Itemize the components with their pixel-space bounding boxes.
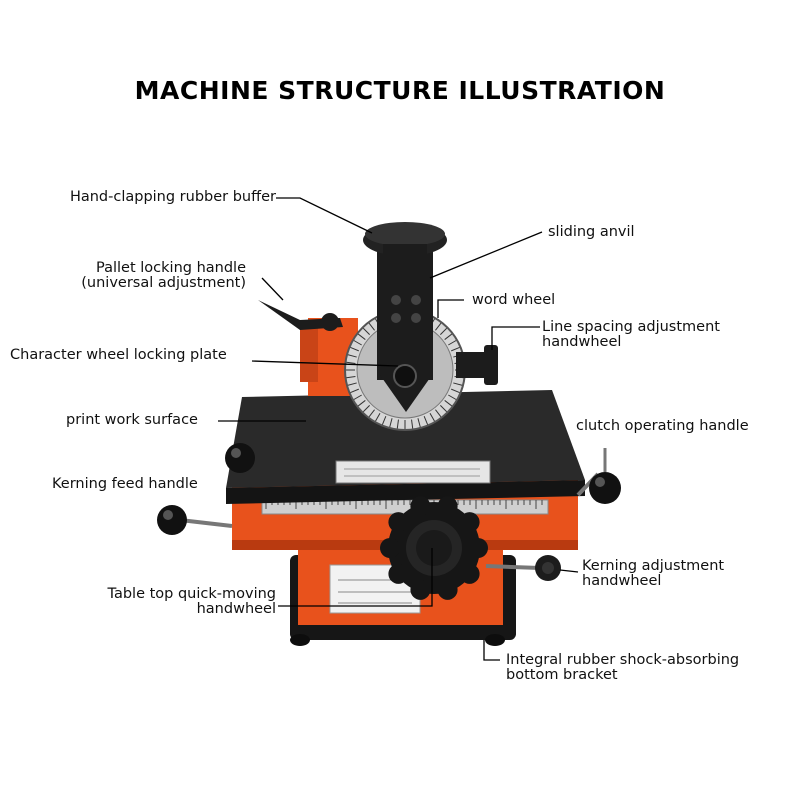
wheel-tooth: [440, 405, 448, 413]
wheel-tooth: [350, 388, 359, 394]
wheel-tooth: [368, 409, 375, 418]
leader-line-spacing: [491, 326, 540, 350]
wheel-tooth: [396, 419, 399, 429]
wheel-tooth: [362, 327, 370, 335]
leader-lines: [218, 197, 579, 661]
handwheel-lobe: [388, 563, 409, 584]
handwheel-lobe: [437, 496, 458, 517]
label-bottom-bracket: Integral rubber shock-absorbing bottom b…: [506, 652, 740, 683]
wheel-tooth: [353, 340, 362, 346]
leader-sliding-anvil: [429, 231, 543, 279]
wheel-tooth: [448, 394, 457, 400]
leader-bottom-bracket: [483, 640, 500, 661]
handwheel-lobe: [468, 538, 488, 558]
wheel-tooth: [357, 400, 366, 407]
handwheel-lobe: [410, 579, 431, 600]
wheel-tooth: [451, 346, 460, 352]
label-pallet-locking-handle: Pallet locking handle (universal adjustm…: [81, 260, 246, 291]
rubber-buffer: [363, 222, 447, 258]
wheel-tooth: [350, 346, 359, 352]
handwheel-lobe: [410, 496, 431, 517]
wheel-tooth: [435, 322, 442, 331]
label-table-quick-moving-handwheel: Table top quick-moving handwheel: [107, 586, 277, 617]
wheel-tooth: [381, 416, 387, 425]
leader-kerning-adjust: [559, 569, 579, 573]
pallet-locking-handle: [258, 300, 343, 331]
handwheel-lobe: [437, 579, 458, 600]
wheel-tooth: [353, 394, 362, 400]
wheel-tooth: [346, 376, 356, 379]
wheel-tooth: [411, 419, 414, 429]
table-left-knob: [225, 443, 255, 473]
wheel-tooth: [451, 388, 460, 394]
wheel-tooth: [357, 333, 366, 340]
wheel-tooth: [417, 418, 421, 428]
wheel-tooth: [453, 382, 463, 386]
kerning-feed-handle: [157, 505, 233, 535]
wheel-tooth: [423, 416, 429, 425]
kerning-adjustment-handwheel: [485, 555, 561, 581]
label-word-wheel: word wheel: [472, 292, 556, 308]
wheel-tooth: [347, 382, 357, 386]
wheel-tooth: [444, 333, 453, 340]
wheel-tooth: [435, 409, 442, 418]
leader-word-wheel: [437, 299, 464, 318]
wheel-tooth: [375, 413, 381, 422]
label-kerning-feed-handle: Kerning feed handle: [52, 476, 198, 492]
wheel-tooth: [429, 413, 435, 422]
wheel-tooth: [362, 405, 370, 413]
leader-rubber-buffer: [276, 197, 373, 234]
print-table: [226, 390, 585, 504]
handwheel-lobe: [459, 512, 480, 533]
wheel-tooth: [347, 354, 357, 358]
handwheel-lobe: [459, 563, 480, 584]
wheel-tooth: [346, 361, 356, 364]
clutch-handle: [576, 448, 621, 504]
label-line-spacing-handwheel: Line spacing adjustment handwheel: [542, 319, 720, 350]
handwheel-lobe: [380, 538, 400, 558]
wheel-tooth: [448, 340, 457, 346]
page-title: MACHINE STRUCTURE ILLUSTRATION: [134, 76, 666, 105]
label-print-work-surface: print work surface: [66, 412, 198, 428]
label-kerning-adjustment-handwheel: Kerning adjustment handwheel: [582, 558, 725, 589]
wheel-tooth: [389, 418, 393, 428]
leader-table-handwheel: [278, 548, 433, 607]
line-spacing-handwheel: [456, 345, 498, 385]
handwheel-lobe: [388, 512, 409, 533]
anvil-column: [377, 250, 433, 412]
label-clutch-operating-handle: clutch operating handle: [576, 418, 749, 434]
wheel-tooth: [444, 400, 453, 407]
leader-pallet-locking: [261, 277, 284, 301]
label-rubber-buffer: Hand-clapping rubber buffer: [69, 189, 276, 205]
quick-moving-handwheel: [380, 496, 488, 600]
leader-char-wheel-plate: [251, 360, 399, 367]
label-sliding-anvil: sliding anvil: [548, 224, 635, 240]
label-character-wheel-locking-plate: Character wheel locking plate: [10, 347, 227, 363]
wheel-tooth: [440, 327, 448, 335]
wheel-tooth: [368, 322, 375, 331]
